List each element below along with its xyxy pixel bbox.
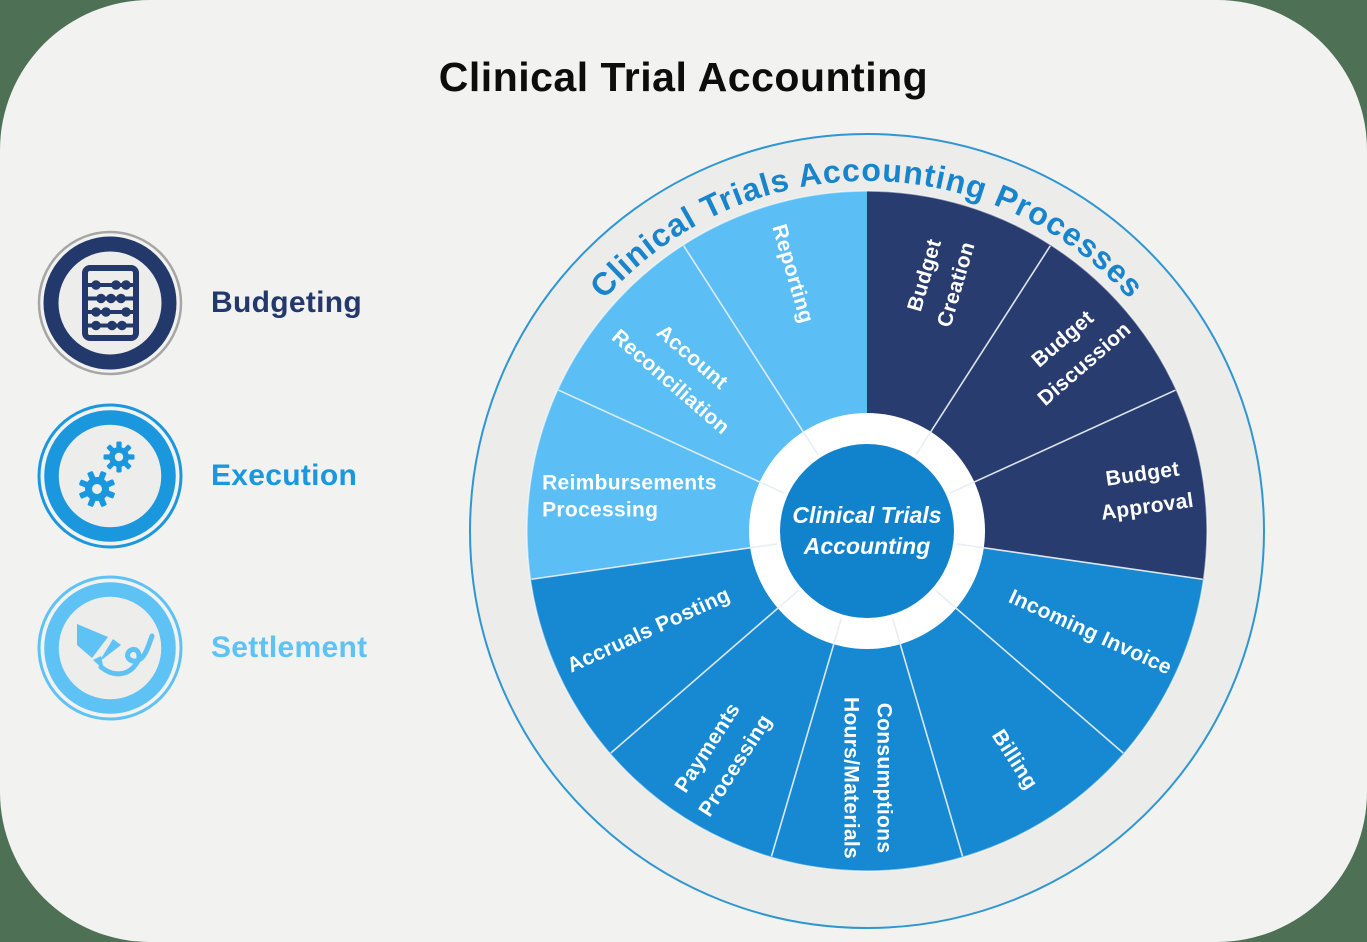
- center-label-line2: Accounting: [803, 533, 931, 559]
- segment-divider: [558, 389, 785, 494]
- segment-divider: [610, 589, 799, 754]
- segment-divider: [531, 543, 778, 581]
- abacus-icon: [37, 230, 183, 376]
- legend-label-budgeting: Budgeting: [211, 286, 363, 319]
- segment-divider: [949, 389, 1176, 494]
- legend-item-budgeting: Budgeting: [35, 228, 362, 378]
- legend-item-settlement: Settlement: [35, 573, 367, 723]
- segment-divider: [915, 245, 1051, 455]
- wedge-hours-materials-consumptions: [771, 531, 963, 872]
- wheel-dividers: [531, 245, 1203, 857]
- legend-label-execution: Execution: [211, 459, 358, 492]
- segment-divider: [683, 245, 819, 455]
- page-title: Clinical Trial Accounting: [438, 54, 929, 100]
- gears-icon: [37, 403, 183, 549]
- segment-divider: [891, 618, 964, 857]
- segment-divider: [770, 618, 843, 857]
- legend-item-execution: Execution: [35, 401, 357, 551]
- wheel-pie-rim: [526, 190, 1208, 872]
- wheel-wedges: [527, 191, 1207, 872]
- segment-divider: [956, 543, 1203, 581]
- center-label-line1: Clinical Trials: [792, 502, 941, 528]
- wheel-center-circle: [780, 444, 954, 618]
- segment-divider: [935, 589, 1124, 754]
- pen-icon: [37, 575, 183, 721]
- legend-label-settlement: Settlement: [211, 631, 368, 664]
